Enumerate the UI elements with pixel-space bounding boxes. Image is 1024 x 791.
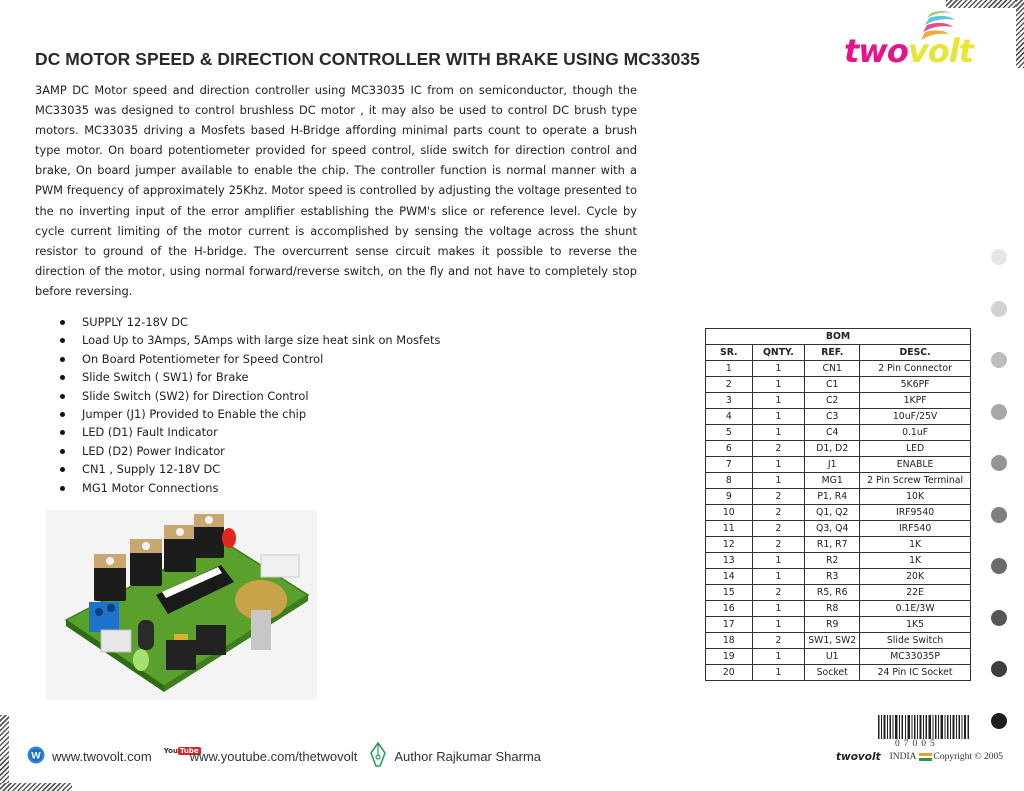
pcb-illustration xyxy=(46,510,317,700)
feature-item: Slide Switch (SW2) for Direction Control xyxy=(60,387,440,405)
svg-text:W: W xyxy=(31,752,41,762)
column-header-qnty: QNTY. xyxy=(751,344,806,361)
website-link[interactable]: www.twovolt.com xyxy=(52,749,152,764)
feature-item: LED (D1) Fault Indicator xyxy=(60,423,440,441)
website-globe-icon: W xyxy=(27,746,45,767)
bullet-icon xyxy=(60,375,65,381)
side-dot xyxy=(991,609,1007,626)
bullet-icon xyxy=(60,356,65,362)
side-dot xyxy=(991,352,1007,368)
product-photo xyxy=(46,510,317,700)
feature-item: CN1 , Supply 12-18V DC xyxy=(60,460,440,478)
bullet-icon xyxy=(60,411,65,417)
column-header-sr: SR. xyxy=(705,344,753,361)
barcode-icon xyxy=(878,715,969,739)
bullet-icon xyxy=(60,467,65,473)
india-flag-icon xyxy=(918,753,932,762)
side-dot xyxy=(991,712,1007,729)
description-paragraph: 3AMP DC Motor speed and direction contro… xyxy=(35,83,637,298)
copyright-line: twovolt INDIA Copyright © 2005 xyxy=(836,751,1003,763)
logo-wordmark: twovolt xyxy=(844,32,974,70)
feature-list: SUPPLY 12-18V DC Load Up to 3Amps, 5Amps… xyxy=(60,313,440,497)
hatch-stripe xyxy=(946,0,1024,8)
side-dot xyxy=(991,300,1007,317)
barcode-number: 07005 xyxy=(895,739,939,749)
bullet-icon xyxy=(60,320,65,325)
side-dot xyxy=(991,403,1007,420)
bullet-icon xyxy=(60,430,65,436)
bom-title: BOM xyxy=(705,328,971,345)
bom-title-row: BOM xyxy=(705,328,971,345)
bullet-icon xyxy=(60,338,65,344)
bullet-icon xyxy=(60,485,65,491)
bom-header-row: SR. QNTY. REF. DESC. xyxy=(705,344,971,361)
bullet-icon xyxy=(60,448,65,454)
column-header-desc: DESC. xyxy=(859,344,971,361)
pen-nib-icon xyxy=(369,741,387,771)
twovolt-logo: twovolt xyxy=(842,10,1007,70)
feature-item: SUPPLY 12-18V DC xyxy=(60,313,440,331)
feature-item: MG1 Motor Connections xyxy=(60,479,440,497)
swirl-logo-icon xyxy=(921,11,955,40)
feature-item: Slide Switch ( SW1) for Brake xyxy=(60,368,440,386)
copyright-text: Copyright © 2005 xyxy=(933,752,1004,762)
feature-item: Load Up to 3Amps, 5Amps with large size … xyxy=(60,331,440,349)
feature-item: LED (D2) Power Indicator xyxy=(60,442,440,460)
column-header-ref: REF. xyxy=(804,344,861,361)
page-title: DC MOTOR SPEED & DIRECTION CONTROLLER WI… xyxy=(35,49,700,69)
feature-item: On Board Potentiometer for Speed Control xyxy=(60,350,440,368)
side-dot xyxy=(991,506,1007,523)
bullet-icon xyxy=(60,393,65,399)
side-dot xyxy=(991,455,1007,471)
corner-hatch-bottom-left xyxy=(0,715,72,791)
corner-hatch-top-right xyxy=(944,0,1024,68)
hatch-stripe xyxy=(0,715,9,791)
feature-item: Jumper (J1) Provided to Enable the chip xyxy=(60,405,440,423)
hatch-stripe xyxy=(1016,0,1024,68)
side-dot xyxy=(991,558,1007,574)
country-label: INDIA xyxy=(889,752,917,762)
author-credit: Author Rajkumar Sharma xyxy=(394,749,542,764)
side-dot xyxy=(991,661,1007,677)
youtube-link[interactable]: www.youtube.com/thetwovolt xyxy=(189,749,358,764)
side-dot-gradient xyxy=(991,249,1007,764)
hatch-stripe xyxy=(0,783,72,791)
brand-name: twovolt xyxy=(836,751,881,763)
side-dot xyxy=(991,249,1007,265)
